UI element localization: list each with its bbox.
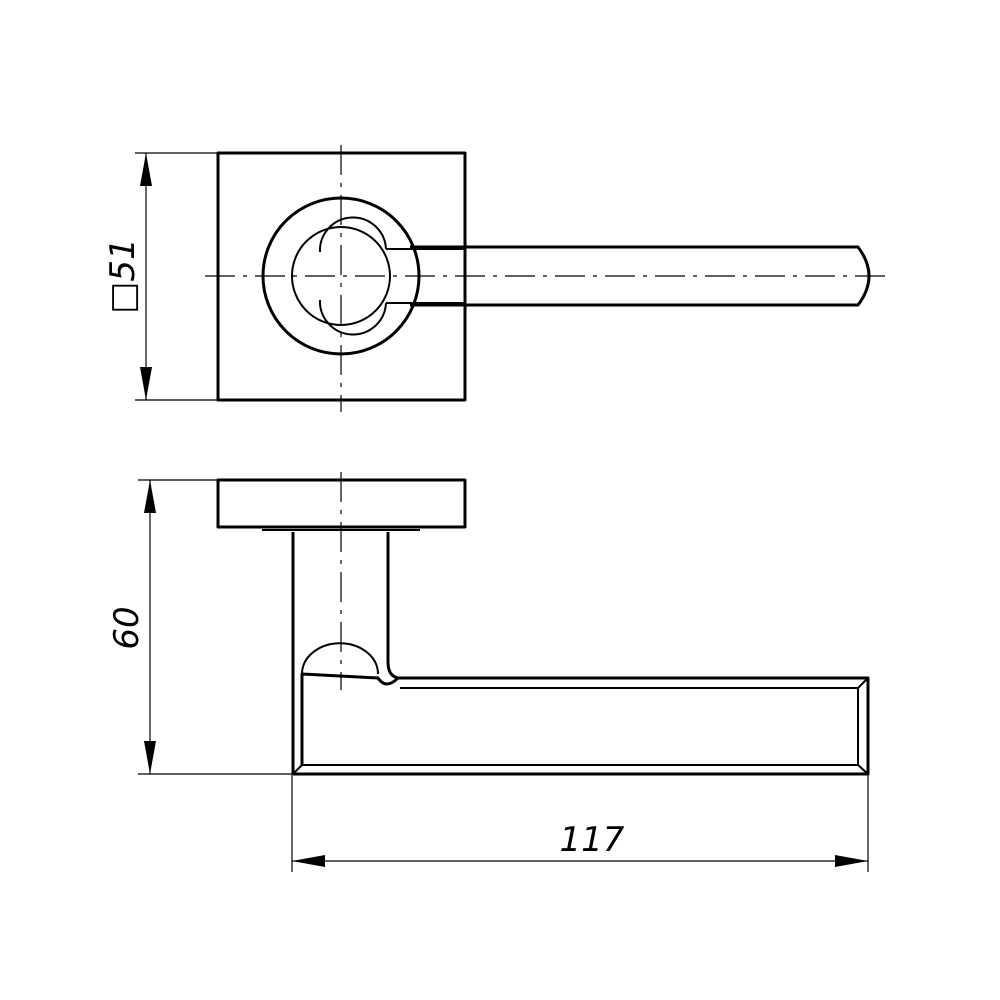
- lever-neck-top: [386, 248, 465, 304]
- top-view: □51: [103, 145, 890, 412]
- lever-neck-arc: [318, 216, 387, 336]
- rose-size-value: 51: [103, 238, 143, 281]
- lever-body-outline: [293, 672, 870, 776]
- arrow-up-60: [144, 480, 156, 513]
- lever-length-label: 117: [560, 820, 625, 860]
- side-view: 60 117: [107, 472, 870, 872]
- neck-side: [291, 532, 399, 774]
- square-symbol: □: [103, 282, 143, 314]
- projection-depth-label: 60: [107, 606, 147, 649]
- arrow-up-51: [140, 153, 152, 186]
- lever-bevel: [292, 677, 869, 775]
- arrow-left-117: [292, 855, 325, 867]
- arrow-down-51: [140, 367, 152, 400]
- arrow-down-60: [144, 741, 156, 774]
- arrow-right-117: [835, 855, 868, 867]
- rose-size-label: □51: [103, 238, 143, 313]
- neck-dome: [301, 642, 379, 675]
